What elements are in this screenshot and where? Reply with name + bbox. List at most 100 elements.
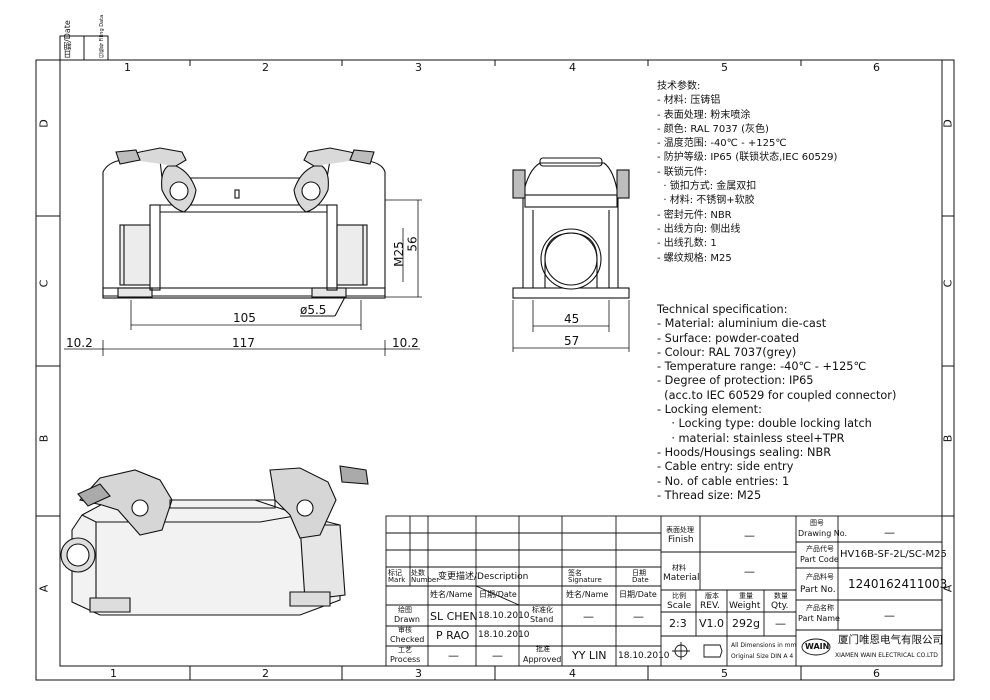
rev-header-date: 日期 Date bbox=[632, 569, 649, 584]
weight-label-en: Weight bbox=[729, 601, 761, 611]
part-no-value: 1240162411003 bbox=[848, 577, 948, 591]
part-name-label-cn: 产品名称 bbox=[806, 604, 834, 612]
dim-left-offset: 10.2 bbox=[66, 336, 93, 350]
spec-cn-line: - 密封元件: NBR bbox=[657, 209, 732, 221]
stand-name: — bbox=[583, 610, 594, 623]
spec-en-line: - Thread size: M25 bbox=[657, 488, 762, 502]
process-label-en: Process bbox=[390, 655, 421, 664]
approved-label-en: Approved bbox=[523, 655, 562, 664]
spec-cn-line: · 材料: 不锈钢+软胶 bbox=[657, 195, 755, 207]
drawn-date: 18.10.2010 bbox=[478, 611, 530, 621]
people-header-name-2: 姓名/Name bbox=[566, 590, 609, 599]
spec-cn-line: - 材料: 压铸铝 bbox=[657, 95, 721, 107]
side-dimensions bbox=[512, 300, 630, 352]
drawn-name: SL CHEN bbox=[430, 610, 478, 623]
dim-hole-spacing: 105 bbox=[233, 311, 256, 325]
spec-cn-line: 技术参数: bbox=[657, 81, 701, 92]
spec-chinese: 技术参数: - 材料: 压铸铝 - 表面处理: 粉末喷涂 - 颜色: RAL 7… bbox=[657, 80, 837, 266]
spec-en-line: - Colour: RAL 7037(grey) bbox=[657, 345, 797, 359]
process-name: — bbox=[448, 649, 459, 662]
title-block-grid bbox=[385, 515, 943, 667]
dim-thread: M25 bbox=[391, 241, 406, 267]
dim-side-inner: 45 bbox=[564, 312, 580, 326]
dims-note-1: All Dimensions in mm bbox=[731, 642, 797, 649]
checked-name: P RAO bbox=[436, 629, 470, 642]
finish-label-cn: 表面处理 bbox=[666, 526, 694, 534]
spec-cn-line: - 表面处理: 粉末喷涂 bbox=[657, 109, 751, 121]
weight-value: 292g bbox=[732, 617, 760, 630]
spec-en-line: - Hoods/Housings sealing: NBR bbox=[657, 445, 832, 459]
weight-label-cn: 重量 bbox=[739, 592, 753, 600]
drawing-no-label-en: Drawing No. bbox=[798, 529, 848, 538]
stand-label-cn: 标准化 bbox=[532, 606, 553, 614]
checked-label-cn: 审核 bbox=[398, 626, 412, 634]
front-dimensions bbox=[64, 199, 422, 356]
spec-cn-line: - 防护等级: IP65 (联锁状态,IEC 60529) bbox=[657, 152, 838, 164]
spec-en-line: - No. of cable entries: 1 bbox=[657, 474, 790, 488]
zone-top-1: 1 bbox=[124, 61, 131, 74]
rev-header-description: 变更描述/Description bbox=[438, 572, 529, 582]
zone-right-c: C bbox=[941, 279, 955, 288]
zone-bottom-3: 3 bbox=[415, 667, 422, 680]
checked-label-en: Checked bbox=[390, 635, 425, 644]
zone-top-2: 2 bbox=[262, 61, 269, 74]
part-code-label-en: Part Code bbox=[800, 555, 839, 564]
rev-header-number: 处数 Number bbox=[411, 569, 440, 584]
people-header-name: 姓名/Name bbox=[430, 590, 473, 599]
zone-bottom-6: 6 bbox=[873, 667, 880, 680]
spec-en-line: Technical specification: bbox=[657, 303, 788, 316]
rev-header-signature: 签名 Signature bbox=[568, 569, 602, 584]
part-no-label-en: Part No. bbox=[800, 585, 836, 595]
spec-en-line: (acc.to IEC 60529 for coupled connector) bbox=[657, 388, 897, 402]
zone-right-b: B bbox=[941, 434, 955, 443]
spec-cn-line: - 联锁元件: bbox=[657, 166, 708, 178]
spec-english: Technical specification: - Material: alu… bbox=[657, 303, 896, 503]
spec-en-line: - Cable entry: side entry bbox=[657, 460, 794, 474]
people-header-date-2: 日期/Date bbox=[619, 590, 657, 599]
spec-cn-line: - 颜色: RAL 7037 (灰色) bbox=[657, 123, 769, 135]
process-label-cn: 工艺 bbox=[398, 646, 412, 654]
spec-en-line: · Locking type: double locking latch bbox=[657, 417, 872, 431]
qty-label-en: Qty. bbox=[771, 601, 789, 611]
zone-bottom-5: 5 bbox=[721, 667, 728, 680]
spec-cn-line: - 出线孔数: 1 bbox=[657, 238, 717, 250]
qty-label-cn: 数量 bbox=[774, 592, 788, 600]
filing-date-label: 日期/Date bbox=[63, 20, 72, 58]
company-name-en: XIAMEN WAIN ELECTRICAL CO.LTD bbox=[835, 652, 938, 659]
drawn-label-cn: 绘图 bbox=[398, 606, 412, 614]
drawn-label-en: Drawn bbox=[394, 615, 420, 624]
zone-top-5: 5 bbox=[721, 61, 728, 74]
dim-right-offset: 10.2 bbox=[392, 336, 419, 350]
finish-value: — bbox=[744, 529, 755, 542]
stand-label-en: Stand bbox=[530, 615, 554, 624]
dim-side-outer: 57 bbox=[564, 334, 580, 348]
dim-hole-diameter: ø5.5 bbox=[300, 303, 327, 317]
part-code-label-cn: 产品代号 bbox=[806, 545, 834, 553]
isometric-view bbox=[60, 465, 369, 616]
drawing-no-value: — bbox=[884, 526, 895, 539]
company-name-cn: 厦门唯恩电气有限公司 bbox=[838, 634, 943, 646]
spec-en-line: - Surface: powder-coated bbox=[657, 331, 800, 345]
part-no-label-cn: 产品料号 bbox=[806, 573, 834, 581]
rev-value: V1.0 bbox=[699, 617, 725, 630]
spec-en-line: · material: stainless steel+TPR bbox=[657, 431, 845, 445]
zone-bottom-2: 2 bbox=[262, 667, 269, 680]
spec-en-line: - Locking element: bbox=[657, 403, 762, 417]
spec-cn-line: · 锁扣方式: 金属双扣 bbox=[657, 181, 757, 193]
qty-value: — bbox=[775, 617, 786, 630]
zone-left-b: B bbox=[37, 434, 51, 443]
spec-en-line: - Temperature range: -40℃ - +125℃ bbox=[657, 360, 867, 374]
spec-cn-line: - 出线方向: 侧出线 bbox=[657, 223, 741, 235]
spec-cn-line: - 螺纹规格: M25 bbox=[657, 252, 732, 264]
scale-label-en: Scale bbox=[667, 601, 692, 611]
stand-date: — bbox=[633, 610, 644, 623]
drawing-no-label-cn: 图号 bbox=[810, 519, 824, 527]
part-name-label-en: Part Name bbox=[798, 614, 840, 623]
process-date: — bbox=[492, 649, 503, 662]
dim-height: 56 bbox=[405, 236, 420, 252]
people-header-date: 日期/Date bbox=[479, 590, 517, 599]
zone-top-6: 6 bbox=[873, 61, 880, 74]
material-value: — bbox=[744, 565, 755, 578]
part-name-value: — bbox=[884, 609, 895, 622]
